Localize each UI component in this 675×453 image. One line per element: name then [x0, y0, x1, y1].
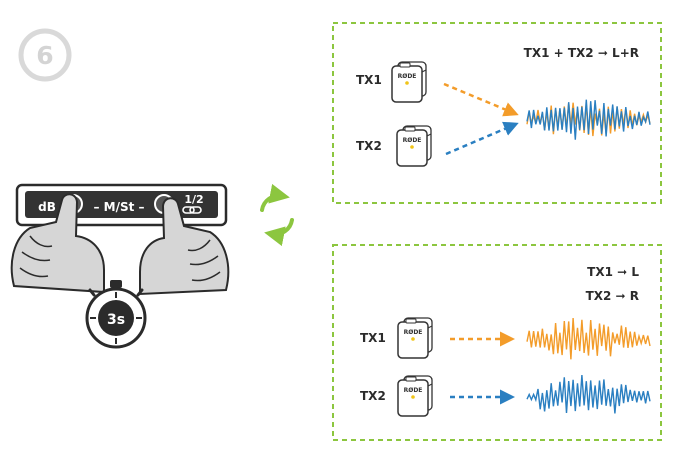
- stopwatch-icon: 3s: [85, 280, 147, 349]
- merged-formula: TX1 + TX2 ➞ L+R: [524, 46, 639, 60]
- pair-label: 1/2: [184, 193, 203, 206]
- split-mode-panel: TX1 ➞ L TX2 ➞ R TX1 RØDE TX2 RØDE: [332, 244, 662, 441]
- tx2-device-icon: RØDE: [396, 125, 432, 167]
- step-circle: [18, 28, 72, 82]
- link-icon: [182, 206, 202, 214]
- split-waveform-tx2: [526, 375, 651, 414]
- tx2-arrow: [445, 121, 519, 156]
- right-hand-icon: [139, 197, 230, 296]
- panel-border: [332, 244, 662, 441]
- tx2-label: TX2: [360, 389, 386, 403]
- split-map-2: TX2 ➞ R: [586, 289, 639, 303]
- tx1-label: TX1: [356, 73, 382, 87]
- left-hand-icon: [10, 193, 105, 294]
- svg-text:RØDE: RØDE: [398, 73, 417, 80]
- step-badge: 6: [18, 28, 72, 82]
- db-label: dB: [38, 200, 56, 214]
- tx2-label: TX2: [356, 139, 382, 153]
- svg-text:RØDE: RØDE: [404, 329, 423, 336]
- split-waveform-tx1: [526, 317, 651, 360]
- tx2-device-icon: RØDE: [397, 375, 433, 417]
- timer-label: 3s: [107, 312, 125, 328]
- toggle-cycle-icon: [260, 183, 294, 247]
- svg-text:RØDE: RØDE: [404, 387, 423, 394]
- merged-waveform-tx2: [526, 99, 651, 140]
- receiver-device: dB – M/St – 1/2: [15, 183, 228, 227]
- split-map-1: TX1 ➞ L: [587, 265, 639, 279]
- mode-label: – M/St –: [93, 200, 144, 214]
- panel-border: [332, 22, 662, 204]
- step-number: 6: [36, 41, 53, 70]
- tx1-label: TX1: [360, 331, 386, 345]
- tx1-arrow: [443, 82, 519, 117]
- tx1-device-icon: RØDE: [391, 61, 427, 103]
- svg-text:RØDE: RØDE: [403, 137, 422, 144]
- tx1-device-icon: RØDE: [397, 317, 433, 359]
- merged-mode-panel: TX1 + TX2 ➞ L+R TX1 RØDE TX2 RØDE: [332, 22, 662, 204]
